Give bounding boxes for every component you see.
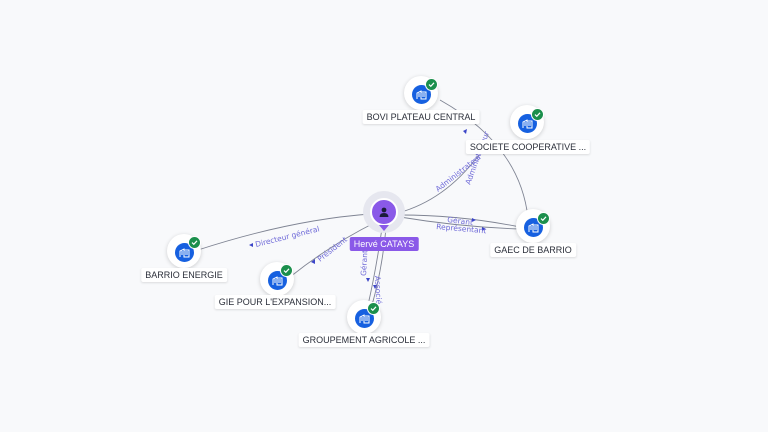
edge-person-groupement-gerant — [367, 227, 383, 306]
check-icon — [367, 302, 380, 315]
edge-person-scoop — [397, 155, 479, 214]
person-icon — [379, 207, 389, 217]
arrow-gaec-gerant — [472, 218, 476, 222]
edge-label-administrateur-bovi-gaec: Administrateur — [463, 129, 491, 185]
arrow-gie — [311, 259, 315, 264]
company-label-scoop[interactable]: SOCIETE COOPERATIVE ... — [465, 140, 591, 154]
company-label-gie[interactable]: GIE POUR L'EXPANSION... — [214, 295, 336, 309]
edge-label-directeur-general: Directeur général — [254, 224, 320, 249]
edge-person-barrio — [197, 213, 371, 251]
arrow-groupement-associe — [373, 285, 377, 289]
arrow-barrio — [249, 243, 253, 247]
building-icon — [175, 243, 194, 262]
company-label-gaec[interactable]: GAEC DE BARRIO — [490, 243, 576, 257]
arrow-scoop — [463, 129, 467, 134]
edge-person-gaec-gerant — [399, 214, 521, 228]
edge-label-gerant-gaec: Gérant — [447, 215, 474, 227]
check-icon — [188, 236, 201, 249]
person-pin-tip — [379, 225, 389, 231]
arrow-groupement-gerant — [366, 278, 370, 282]
check-icon — [537, 212, 550, 225]
company-label-bovi[interactable]: BOVI PLATEAU CENTRAL — [362, 110, 480, 124]
edge-label-associe-groupement: Associé — [373, 276, 383, 305]
person-name-label[interactable]: Hervé CATAYS — [349, 237, 419, 251]
company-label-barrio[interactable]: BARRIO ENERGIE — [141, 268, 227, 282]
check-icon — [425, 78, 438, 91]
edge-person-gaec-representant — [399, 216, 521, 230]
edge-label-representant-gaec: Représentant — [436, 222, 487, 235]
person-pin[interactable] — [370, 198, 398, 226]
check-icon — [280, 264, 293, 277]
edge-person-groupement-associe — [371, 227, 387, 306]
building-icon — [412, 85, 431, 104]
company-label-groupement[interactable]: GROUPEMENT AGRICOLE ... — [298, 333, 430, 347]
arrow-gaec-representant — [482, 227, 486, 231]
edge-label-gerant-groupement: Gérant — [359, 250, 369, 276]
check-icon — [531, 108, 544, 121]
edge-label-president: Président — [316, 235, 349, 264]
edge-person-gie — [289, 221, 377, 278]
